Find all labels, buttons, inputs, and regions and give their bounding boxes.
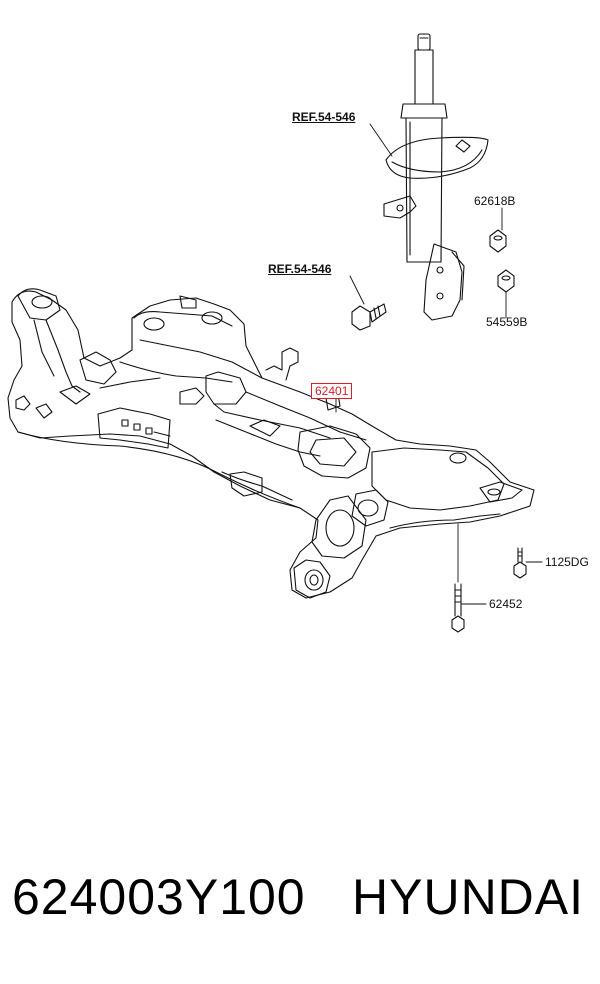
ref-label-lower[interactable]: REF.54-546 (268, 262, 332, 276)
part-number: 624003Y100 (12, 869, 306, 925)
footer-caption: 624003Y100 HYUNDAI (0, 868, 600, 948)
part-label-1125dg[interactable]: 1125DG (545, 555, 589, 569)
part-label-54559b[interactable]: 54559B (486, 315, 528, 329)
part-label-62401-highlighted[interactable]: 62401 (311, 383, 353, 399)
subframe-body (7, 288, 535, 599)
part-label-62452[interactable]: 62452 (489, 597, 523, 611)
leader-lines (335, 123, 543, 605)
brand-name: HYUNDAI (352, 869, 585, 925)
subframe-illustration (7, 33, 543, 633)
bolts (451, 547, 527, 633)
parts-diagram: REF.54-546 REF.54-546 62618B 54559B 6240… (7, 33, 589, 633)
strut-assembly (351, 33, 515, 331)
ref-label-upper[interactable]: REF.54-546 (292, 110, 356, 124)
part-label-62618b[interactable]: 62618B (474, 194, 516, 208)
